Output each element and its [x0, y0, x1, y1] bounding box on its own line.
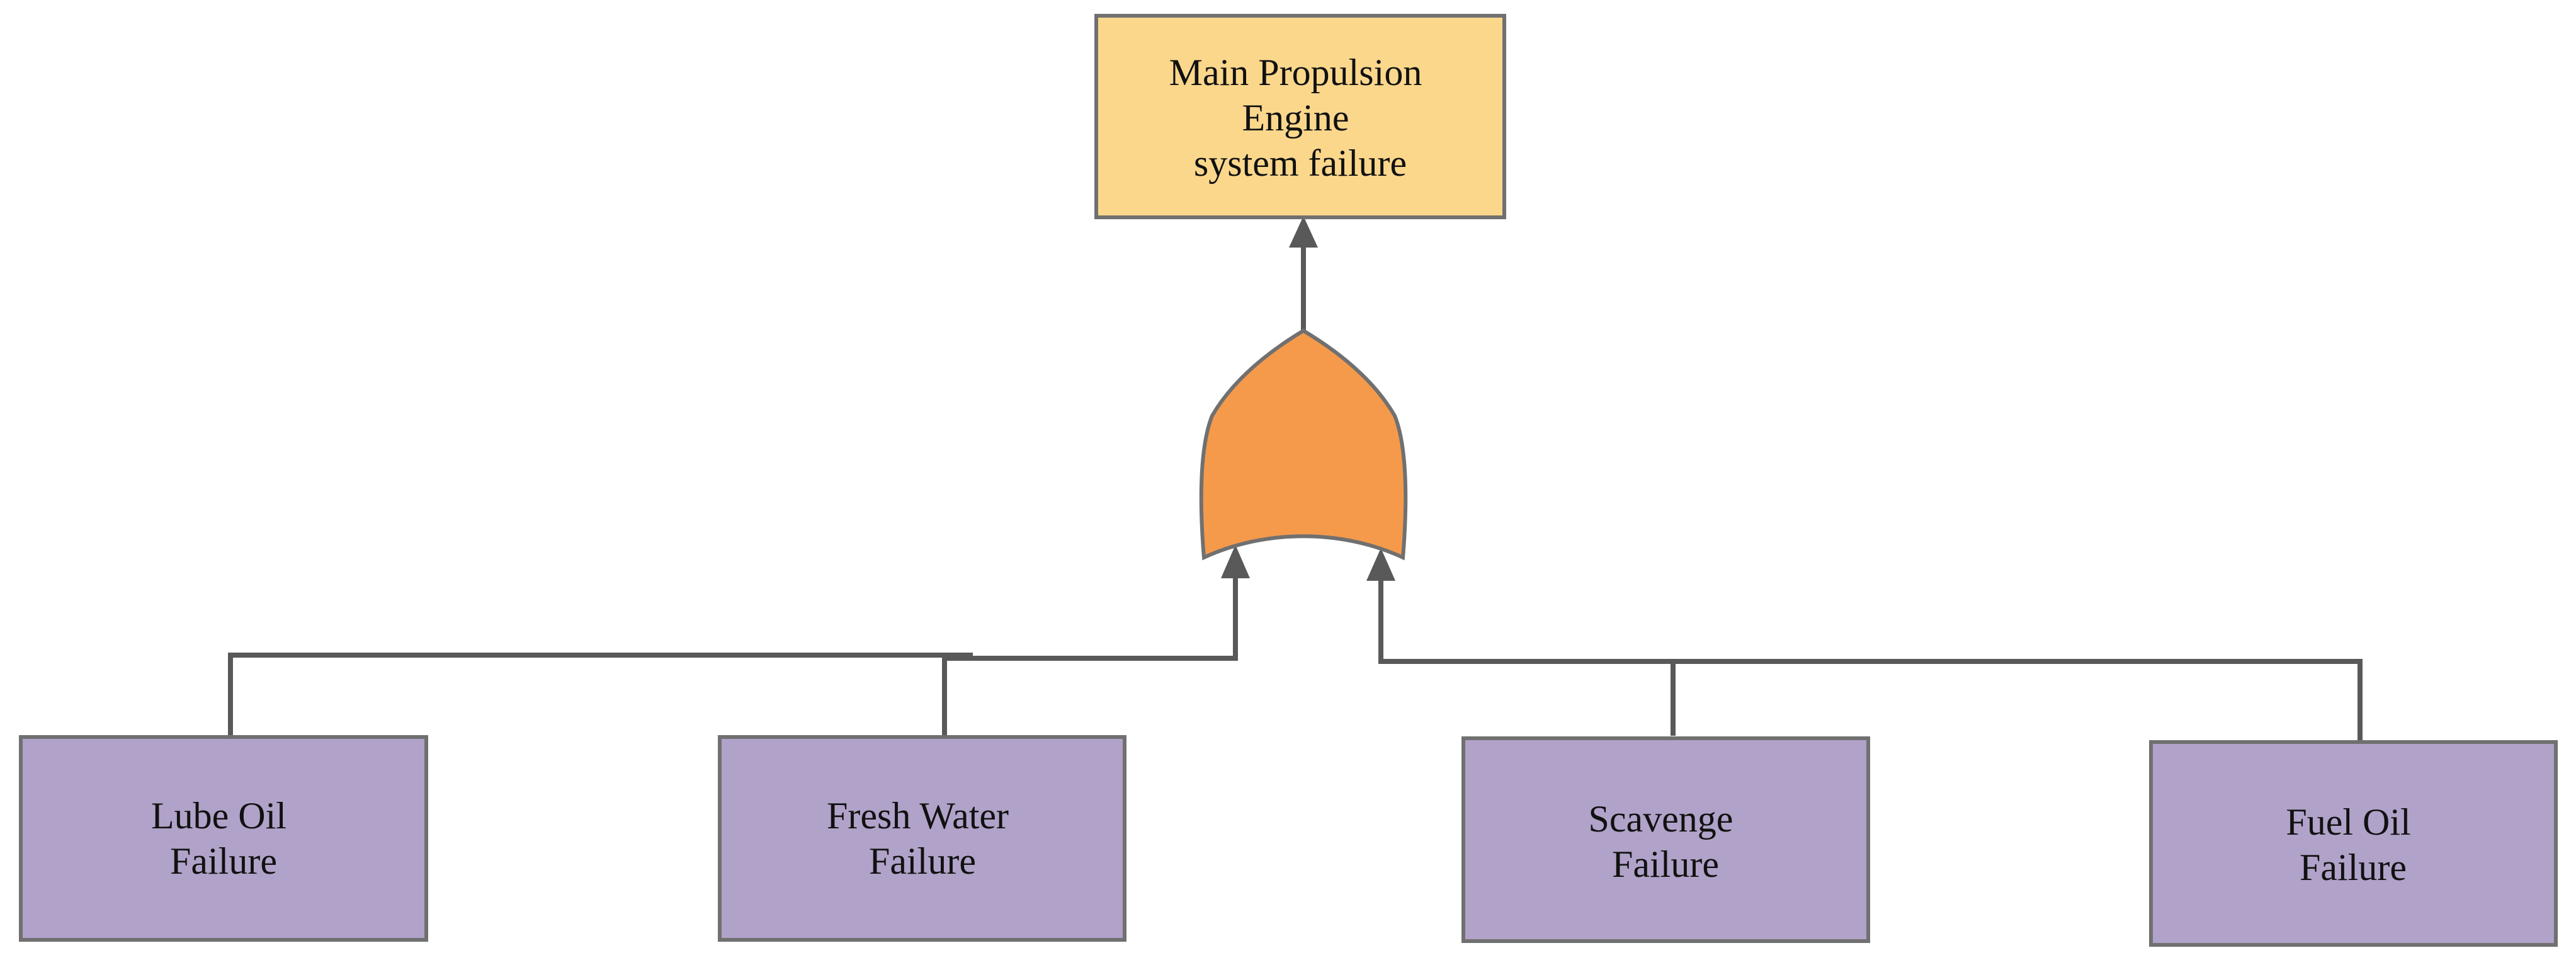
fuel-oil-line-1: Fuel Oil [2286, 801, 2410, 843]
basic-event-fresh-water: Fresh Water Failure [718, 735, 1126, 942]
fuel-oil-box [2149, 740, 2558, 947]
fresh-water-box [718, 735, 1126, 942]
basic-event-lube-oil: Lube Oil Failure [19, 735, 428, 942]
lube-oil-label: Lube Oil Failure [151, 795, 296, 882]
fresh-water-line-1: Fresh Water [827, 795, 1009, 837]
basic-event-fuel-oil: Fuel Oil Failure [2149, 740, 2558, 947]
scavenge-line-1: Scavenge [1589, 798, 1733, 840]
basic-event-scavenge: Scavenge Failure [1461, 736, 1870, 943]
left-branch-line [228, 653, 973, 736]
top-arrowhead [1289, 216, 1318, 248]
scavenge-box [1461, 736, 1870, 943]
right-input-line [1378, 576, 1650, 664]
fuel-oil-line-2: Failure [2300, 847, 2407, 888]
scavenge-label: Scavenge Failure [1589, 798, 1743, 885]
lube-oil-line-1: Lube Oil [151, 795, 287, 837]
fresh-water-line-2: Failure [869, 840, 976, 882]
top-event-line-2: Engine [1242, 97, 1349, 139]
top-event-line-3: system failure [1194, 142, 1407, 184]
right-input-arrowhead [1366, 548, 1395, 581]
fuel-oil-label: Fuel Oil Failure [2286, 801, 2420, 888]
top-event: Main Propulsion Engine system failure [1094, 14, 1506, 219]
top-event-box [1094, 14, 1506, 219]
left-input-arrowhead [1221, 545, 1250, 578]
scavenge-line-2: Failure [1612, 843, 1719, 885]
lube-oil-line-2: Failure [170, 840, 277, 882]
lube-oil-box [19, 735, 428, 942]
fresh-water-label: Fresh Water Failure [827, 795, 1018, 882]
top-event-line-1: Main Propulsion [1169, 52, 1422, 93]
connectors [228, 239, 2363, 741]
top-event-label: Main Propulsion Engine system failure [1169, 52, 1432, 184]
right-branch-line [1650, 659, 2363, 741]
left-input-line [945, 578, 1238, 661]
arrowheads [1221, 216, 1395, 581]
or-gate-symbol [1199, 328, 1408, 561]
